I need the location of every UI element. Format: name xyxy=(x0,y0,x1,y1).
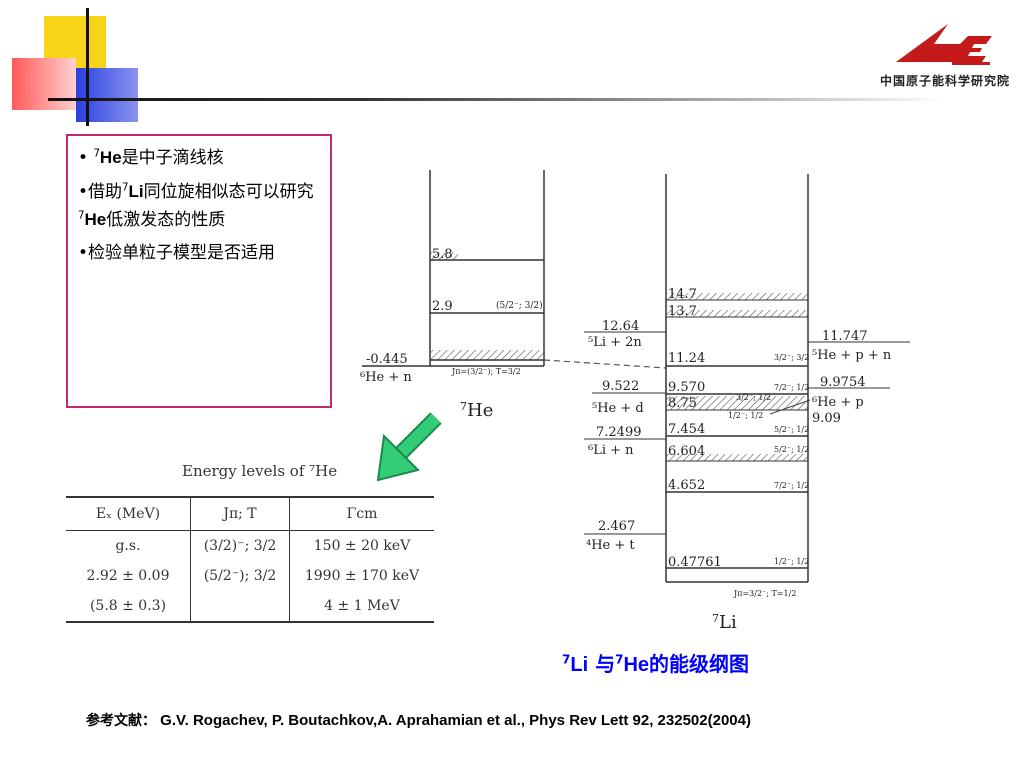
table-title: Energy levels of ⁷He xyxy=(182,462,338,480)
li7-level-9-570-jt: 7/2⁻; 1/2 xyxy=(774,383,809,392)
arrow-down-left-icon xyxy=(376,412,442,482)
reference: 参考文献： G.V. Rogachev, P. Boutachkov,A. Ap… xyxy=(86,710,751,730)
he7-gs-jt: Jπ=(3/2⁻); T=3/2 xyxy=(451,367,521,376)
li7-thr-2-467-label: ⁴He + t xyxy=(586,538,635,553)
table-row: g.s. (3/2)⁻; 3/2 150 ± 20 keV xyxy=(66,530,434,561)
table-row: (5.8 ± 0.3) 4 ± 1 MeV xyxy=(66,591,434,623)
li7-thr-7-2499: 7.2499 xyxy=(596,425,642,440)
li7-level-6-604: 6.604 xyxy=(668,444,705,459)
table-cell: 1990 ± 170 keV xyxy=(304,568,420,584)
table-cell xyxy=(190,591,290,623)
bullet-box: • 7He是中子滴线核 •借助7Li同位旋相似态可以研究7He低激发态的性质 •… xyxy=(66,134,332,408)
li7-level-8-75: 8.75 xyxy=(668,396,697,411)
li7-thr-11-747: 11.747 xyxy=(822,329,868,344)
he7-level-gs: -0.445 xyxy=(366,352,408,367)
li7-thr-11-747-label: ⁵He + p + n xyxy=(812,348,892,363)
col-header-jt: Jπ; T xyxy=(190,496,290,531)
li7-level-7-454-jt: 5/2⁻; 1/2 xyxy=(774,425,809,434)
li7-level-7-454: 7.454 xyxy=(668,422,705,437)
energy-table: Eₓ (MeV) Jπ; T Γcm g.s. (3/2)⁻; 3/2 150 … xyxy=(66,496,434,623)
reference-text: G.V. Rogachev, P. Boutachkov,A. Aprahami… xyxy=(160,712,751,729)
he7-level-2-9: 2.9 xyxy=(432,299,453,314)
li7-label: 7Li xyxy=(712,612,737,634)
li7-level-4-652-jt: 7/2⁻; 1/2 xyxy=(774,481,809,490)
diagram-caption: 7Li 与7He的能级纲图 xyxy=(562,652,750,676)
table-cell: (3/2)⁻; 3/2 xyxy=(190,530,290,561)
table-cell: (5.8 ± 0.3) xyxy=(66,591,191,623)
logo-text: 中国原子能科学研究院 xyxy=(880,74,1011,88)
li7-level-6-604-jt: 5/2⁻; 1/2 xyxy=(774,445,809,454)
header-rule xyxy=(48,98,948,101)
decor-red-square xyxy=(12,58,76,110)
table-row: 2.92 ± 0.09 (5/2⁻); 3/2 1990 ± 170 keV xyxy=(66,561,434,591)
li7-level-9-570: 9.570 xyxy=(668,380,705,395)
li7-level-0-47761: 0.47761 xyxy=(668,555,722,570)
he7-level-5-8: 5.8 xyxy=(432,247,453,262)
decor-vertical-line xyxy=(86,8,89,126)
li7-thr-9-9754-label: ⁶He + p xyxy=(812,395,864,410)
li7-level-14-7: 14.7 xyxy=(668,287,697,302)
table-header-row: Eₓ (MeV) Jπ; T Γcm xyxy=(66,496,434,531)
table-cell: 2.92 ± 0.09 xyxy=(66,561,191,591)
li7-level-9-09: 9.09 xyxy=(812,411,841,426)
li7-thr-7-2499-label: ⁶Li + n xyxy=(588,443,634,458)
bullet-item-3: •检验单粒子模型是否适用 xyxy=(78,243,276,263)
table-cell: 150 ± 20 keV xyxy=(313,538,411,554)
li7-thr-9-522-label: ⁵He + d xyxy=(592,401,644,416)
li7-level-4-652: 4.652 xyxy=(668,478,705,493)
table-cell: 4 ± 1 MeV xyxy=(289,591,434,623)
li7-thr-2-467: 2.467 xyxy=(598,519,635,534)
li7-level-11-24-jt: 3/2⁻; 3/2 xyxy=(774,353,809,362)
li7-thr-9-522: 9.522 xyxy=(602,379,639,394)
li7-level-0-47761-jt: 1/2⁻; 1/2 xyxy=(774,557,809,566)
col-header-width: Γcm xyxy=(289,496,434,531)
he7-label: 7He xyxy=(460,400,493,422)
he7-level-2-9-jt: (5/2⁻; 3/2) xyxy=(496,300,543,311)
li7-thr-12-64-label: ⁵Li + 2n xyxy=(588,335,642,350)
reference-label: 参考文献： xyxy=(86,713,156,729)
li7-thr-9-9754: 9.9754 xyxy=(820,375,866,390)
li7-level-9-09-jt: 1/2⁻; 1/2 xyxy=(728,411,763,420)
li7-level-11-24: 11.24 xyxy=(668,351,705,366)
level-diagram: 5.8 2.9 (5/2⁻; 3/2) -0.445 ⁶He + n Jπ=(3… xyxy=(360,170,910,634)
bullet-item-2: •借助7Li同位旋相似态可以研究7He低激发态的性质 xyxy=(78,182,314,230)
table-cell: (5/2⁻); 3/2 xyxy=(190,561,290,591)
table-cell: g.s. xyxy=(66,530,191,561)
li7-thr-12-64: 12.64 xyxy=(602,319,639,334)
he7-threshold: ⁶He + n xyxy=(360,370,412,385)
col-header-energy: Eₓ (MeV) xyxy=(66,496,191,531)
li7-gs-jt: Jπ=3/2⁻; T=1/2 xyxy=(733,589,796,598)
iae-logo-icon xyxy=(896,24,992,65)
li7-level-8-75-jt: 3/2⁻; 1/2 xyxy=(736,393,771,402)
li7-level-13-7: 13.7 xyxy=(668,304,697,319)
bullet-item-1: • 7He是中子滴线核 xyxy=(78,148,224,168)
